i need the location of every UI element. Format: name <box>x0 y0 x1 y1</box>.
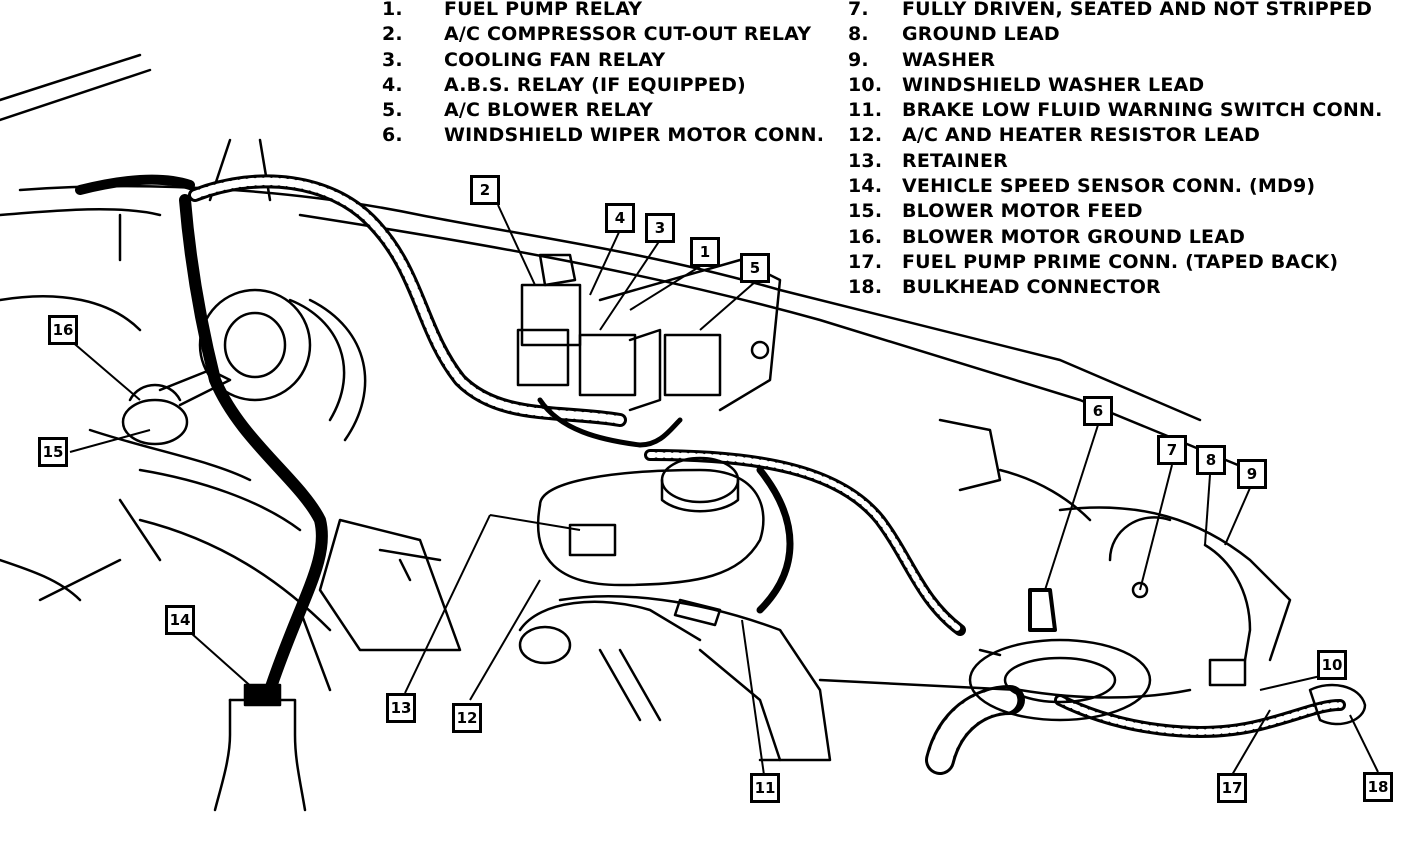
callout-17: 17 <box>1217 773 1247 803</box>
callout-15: 15 <box>38 437 68 467</box>
legend-item: 6. WINDSHIELD WIPER MOTOR CONN. <box>382 123 824 148</box>
legend-item: 2. A/C COMPRESSOR CUT-OUT RELAY <box>382 22 824 47</box>
callout-12: 12 <box>452 703 482 733</box>
legend-text: BLOWER MOTOR GROUND LEAD <box>902 225 1246 248</box>
legend-text: GROUND LEAD <box>902 23 1060 46</box>
legend-number: 14. <box>848 175 883 198</box>
legend-number: 4. <box>382 73 403 96</box>
legend-text: FULLY DRIVEN, SEATED AND NOT STRIPPED <box>902 0 1373 20</box>
legend-text: RETAINER <box>902 149 1008 172</box>
legend-number: 3. <box>382 48 403 71</box>
callout-13: 13 <box>386 693 416 723</box>
legend-item: 14. VEHICLE SPEED SENSOR CONN. (MD9) <box>848 174 1383 199</box>
callout-14: 14 <box>165 605 195 635</box>
legend-text: A.B.S. RELAY (IF EQUIPPED) <box>444 73 746 96</box>
legend-number: 15. <box>848 200 883 223</box>
legend-item: 10. WINDSHIELD WASHER LEAD <box>848 73 1383 98</box>
legend-text: A/C AND HEATER RESISTOR LEAD <box>902 124 1261 147</box>
legend-item: 11. BRAKE LOW FLUID WARNING SWITCH CONN. <box>848 98 1383 123</box>
legend-text: FUEL PUMP RELAY <box>444 0 643 20</box>
legend-item: 8. GROUND LEAD <box>848 22 1383 47</box>
legend-item: 12. A/C AND HEATER RESISTOR LEAD <box>848 123 1383 148</box>
legend-number: 1. <box>382 0 403 20</box>
legend-number: 10. <box>848 73 883 96</box>
legend-text: COOLING FAN RELAY <box>444 48 666 71</box>
legend-text: WASHER <box>902 48 996 71</box>
legend-item: 9. WASHER <box>848 48 1383 73</box>
legend-number: 11. <box>848 99 883 122</box>
legend-number: 18. <box>848 276 883 299</box>
legend-item: 13. RETAINER <box>848 149 1383 174</box>
callout-18: 18 <box>1363 772 1393 802</box>
legend-text: FUEL PUMP PRIME CONN. (TAPED BACK) <box>902 250 1339 273</box>
callout-9: 9 <box>1237 459 1267 489</box>
legend-number: 7. <box>848 0 869 20</box>
legend-right: 7.FULLY DRIVEN, SEATED AND NOT STRIPPED … <box>848 0 1383 301</box>
legend-item: 4. A.B.S. RELAY (IF EQUIPPED) <box>382 73 824 98</box>
callout-7: 7 <box>1157 435 1187 465</box>
legend-number: 13. <box>848 149 883 172</box>
legend-number: 16. <box>848 225 883 248</box>
legend-text: VEHICLE SPEED SENSOR CONN. (MD9) <box>902 175 1316 198</box>
legend-number: 12. <box>848 124 883 147</box>
legend-text: A/C COMPRESSOR CUT-OUT RELAY <box>444 23 812 46</box>
legend-item: 3. COOLING FAN RELAY <box>382 48 824 73</box>
legend-number: 8. <box>848 23 869 46</box>
legend-item: 5. A/C BLOWER RELAY <box>382 98 824 123</box>
callout-5: 5 <box>740 253 770 283</box>
legend-number: 17. <box>848 250 883 273</box>
legend-item: 18. BULKHEAD CONNECTOR <box>848 275 1383 300</box>
callout-16: 16 <box>48 315 78 345</box>
legend-text: BLOWER MOTOR FEED <box>902 200 1143 223</box>
callout-3: 3 <box>645 213 675 243</box>
legend-item: 17. FUEL PUMP PRIME CONN. (TAPED BACK) <box>848 250 1383 275</box>
callout-1: 1 <box>690 237 720 267</box>
legend-text: WINDSHIELD WIPER MOTOR CONN. <box>444 124 825 147</box>
legend-item: 1. FUEL PUMP RELAY <box>382 0 824 22</box>
legend-number: 5. <box>382 99 403 122</box>
callout-10: 10 <box>1317 650 1347 680</box>
legend-text: BRAKE LOW FLUID WARNING SWITCH CONN. <box>902 99 1383 122</box>
legend-text: WINDSHIELD WASHER LEAD <box>902 73 1205 96</box>
legend-left: 1. FUEL PUMP RELAY 2. A/C COMPRESSOR CUT-O… <box>382 0 824 149</box>
legend-number: 6. <box>382 124 403 147</box>
callout-4: 4 <box>605 203 635 233</box>
callout-2: 2 <box>470 175 500 205</box>
legend-item: 16. BLOWER MOTOR GROUND LEAD <box>848 225 1383 250</box>
callout-8: 8 <box>1196 445 1226 475</box>
callout-6: 6 <box>1083 396 1113 426</box>
legend-number: 2. <box>382 23 403 46</box>
legend-item: 15. BLOWER MOTOR FEED <box>848 199 1383 224</box>
callout-11: 11 <box>750 773 780 803</box>
legend-item: 7. FULLY DRIVEN, SEATED AND NOT STRIPPED <box>848 0 1383 22</box>
legend-number: 9. <box>848 48 869 71</box>
legend-text: BULKHEAD CONNECTOR <box>902 276 1161 299</box>
legend-text: A/C BLOWER RELAY <box>444 99 654 122</box>
